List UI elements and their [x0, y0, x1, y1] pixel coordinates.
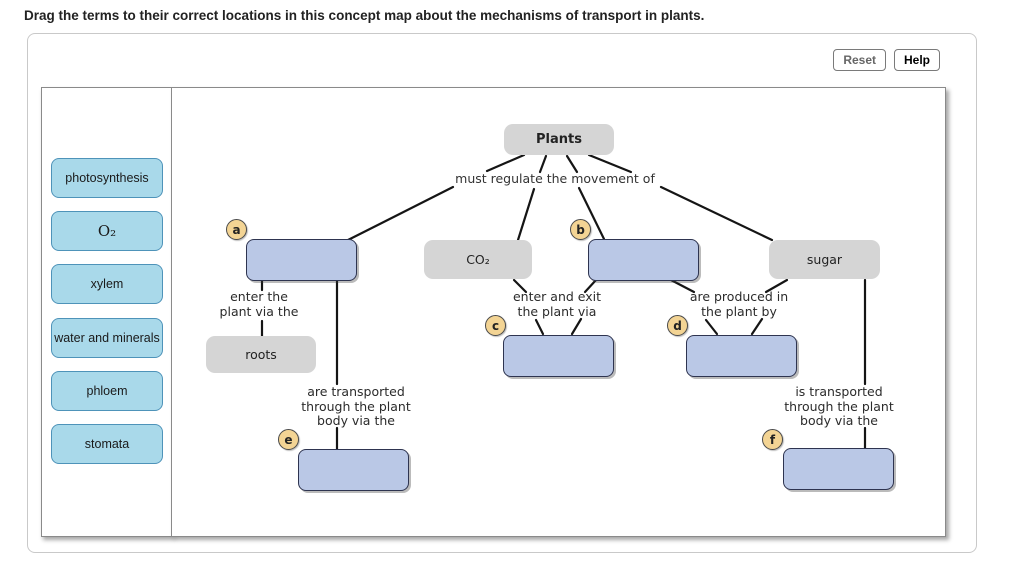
term-o2[interactable]: O₂	[51, 211, 163, 251]
drop-zone-c[interactable]	[503, 335, 614, 377]
drop-zone-f[interactable]	[783, 448, 894, 490]
edge-label-enter-plant: enter the plant via the	[219, 289, 299, 319]
node-roots: roots	[206, 336, 316, 373]
badge-a: a	[226, 219, 247, 240]
edge-label-produced: are produced in the plant by	[689, 289, 789, 319]
edge-label-transported-singular: is transported through the plant body vi…	[784, 384, 894, 428]
drop-zone-b[interactable]	[588, 239, 699, 281]
edge-label-regulate: must regulate the movement of	[455, 171, 655, 186]
badge-c: c	[485, 315, 506, 336]
node-co2: CO₂	[424, 240, 532, 279]
reset-button[interactable]: Reset	[833, 49, 886, 71]
term-photosynthesis[interactable]: photosynthesis	[51, 158, 163, 198]
drop-zone-e[interactable]	[298, 449, 409, 491]
help-button[interactable]: Help	[893, 49, 940, 71]
term-water-and-minerals[interactable]: water and minerals	[51, 318, 163, 358]
term-bank: photosynthesis O₂ xylem water and minera…	[41, 87, 173, 537]
drop-zone-d[interactable]	[686, 335, 797, 377]
node-plants: Plants	[504, 124, 614, 155]
badge-b: b	[570, 219, 591, 240]
badge-f: f	[762, 429, 783, 450]
node-sugar: sugar	[769, 240, 880, 279]
badge-e: e	[278, 429, 299, 450]
activity-panel: Reset Help photosynthesis O₂ xylem water…	[27, 33, 977, 553]
concept-map: Plants must regulate the movement of CO₂…	[171, 87, 946, 537]
term-stomata[interactable]: stomata	[51, 424, 163, 464]
term-phloem[interactable]: phloem	[51, 371, 163, 411]
badge-d: d	[667, 315, 688, 336]
edge-label-enter-exit: enter and exit the plant via	[512, 289, 602, 319]
instruction-text: Drag the terms to their correct location…	[24, 8, 705, 23]
drop-zone-a[interactable]	[246, 239, 357, 281]
term-xylem[interactable]: xylem	[51, 264, 163, 304]
edge-label-transported-plural: are transported through the plant body v…	[301, 384, 411, 428]
